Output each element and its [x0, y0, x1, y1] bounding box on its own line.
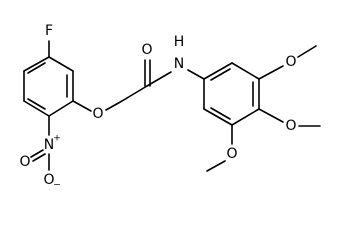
- chemical-structure: F N + O O − O O N H O: [19, 23, 321, 191]
- nitro-nitrogen-charge: +: [53, 134, 61, 144]
- methoxy-top-bond: [258, 65, 284, 80]
- amide-aryl-bond: [187, 69, 205, 80]
- aryl-ether-bond: [72, 100, 92, 112]
- trimethoxyphenyl-ring: [203, 62, 260, 126]
- fluoronitrophenyl-ring: [23, 56, 74, 117]
- methoxy-middle-bond: [258, 108, 284, 123]
- carbonyl-double-bond: [144, 59, 151, 87]
- carbonyl-oxygen-atom: O: [141, 42, 152, 58]
- methyl-top-bond: [297, 45, 317, 58]
- nitro-double-bond: [30, 149, 46, 162]
- methyl-bottom-bond: [206, 160, 226, 172]
- amide-nitrogen-atom: N: [174, 56, 184, 72]
- ether-ch2-bond: [105, 100, 123, 111]
- carbonyl-amide-bond: [146, 71, 172, 87]
- methoxy-oxygen-middle-atom: O: [285, 118, 296, 134]
- ether-oxygen-atom: O: [92, 106, 103, 122]
- methoxy-oxygen-bottom-atom: O: [226, 146, 237, 162]
- nitro-oxygen-left-atom: O: [19, 154, 30, 170]
- nitro-oxygen-lower-atom: O: [43, 172, 54, 188]
- ch2-carbonyl-bond: [121, 85, 148, 102]
- nitro-nitrogen-atom: N: [44, 137, 54, 153]
- amide-hydrogen-atom: H: [174, 34, 185, 50]
- nitro-oxygen-charge: −: [53, 181, 61, 191]
- methoxy-oxygen-top-atom: O: [285, 54, 296, 70]
- fluorine-atom: F: [45, 23, 53, 39]
